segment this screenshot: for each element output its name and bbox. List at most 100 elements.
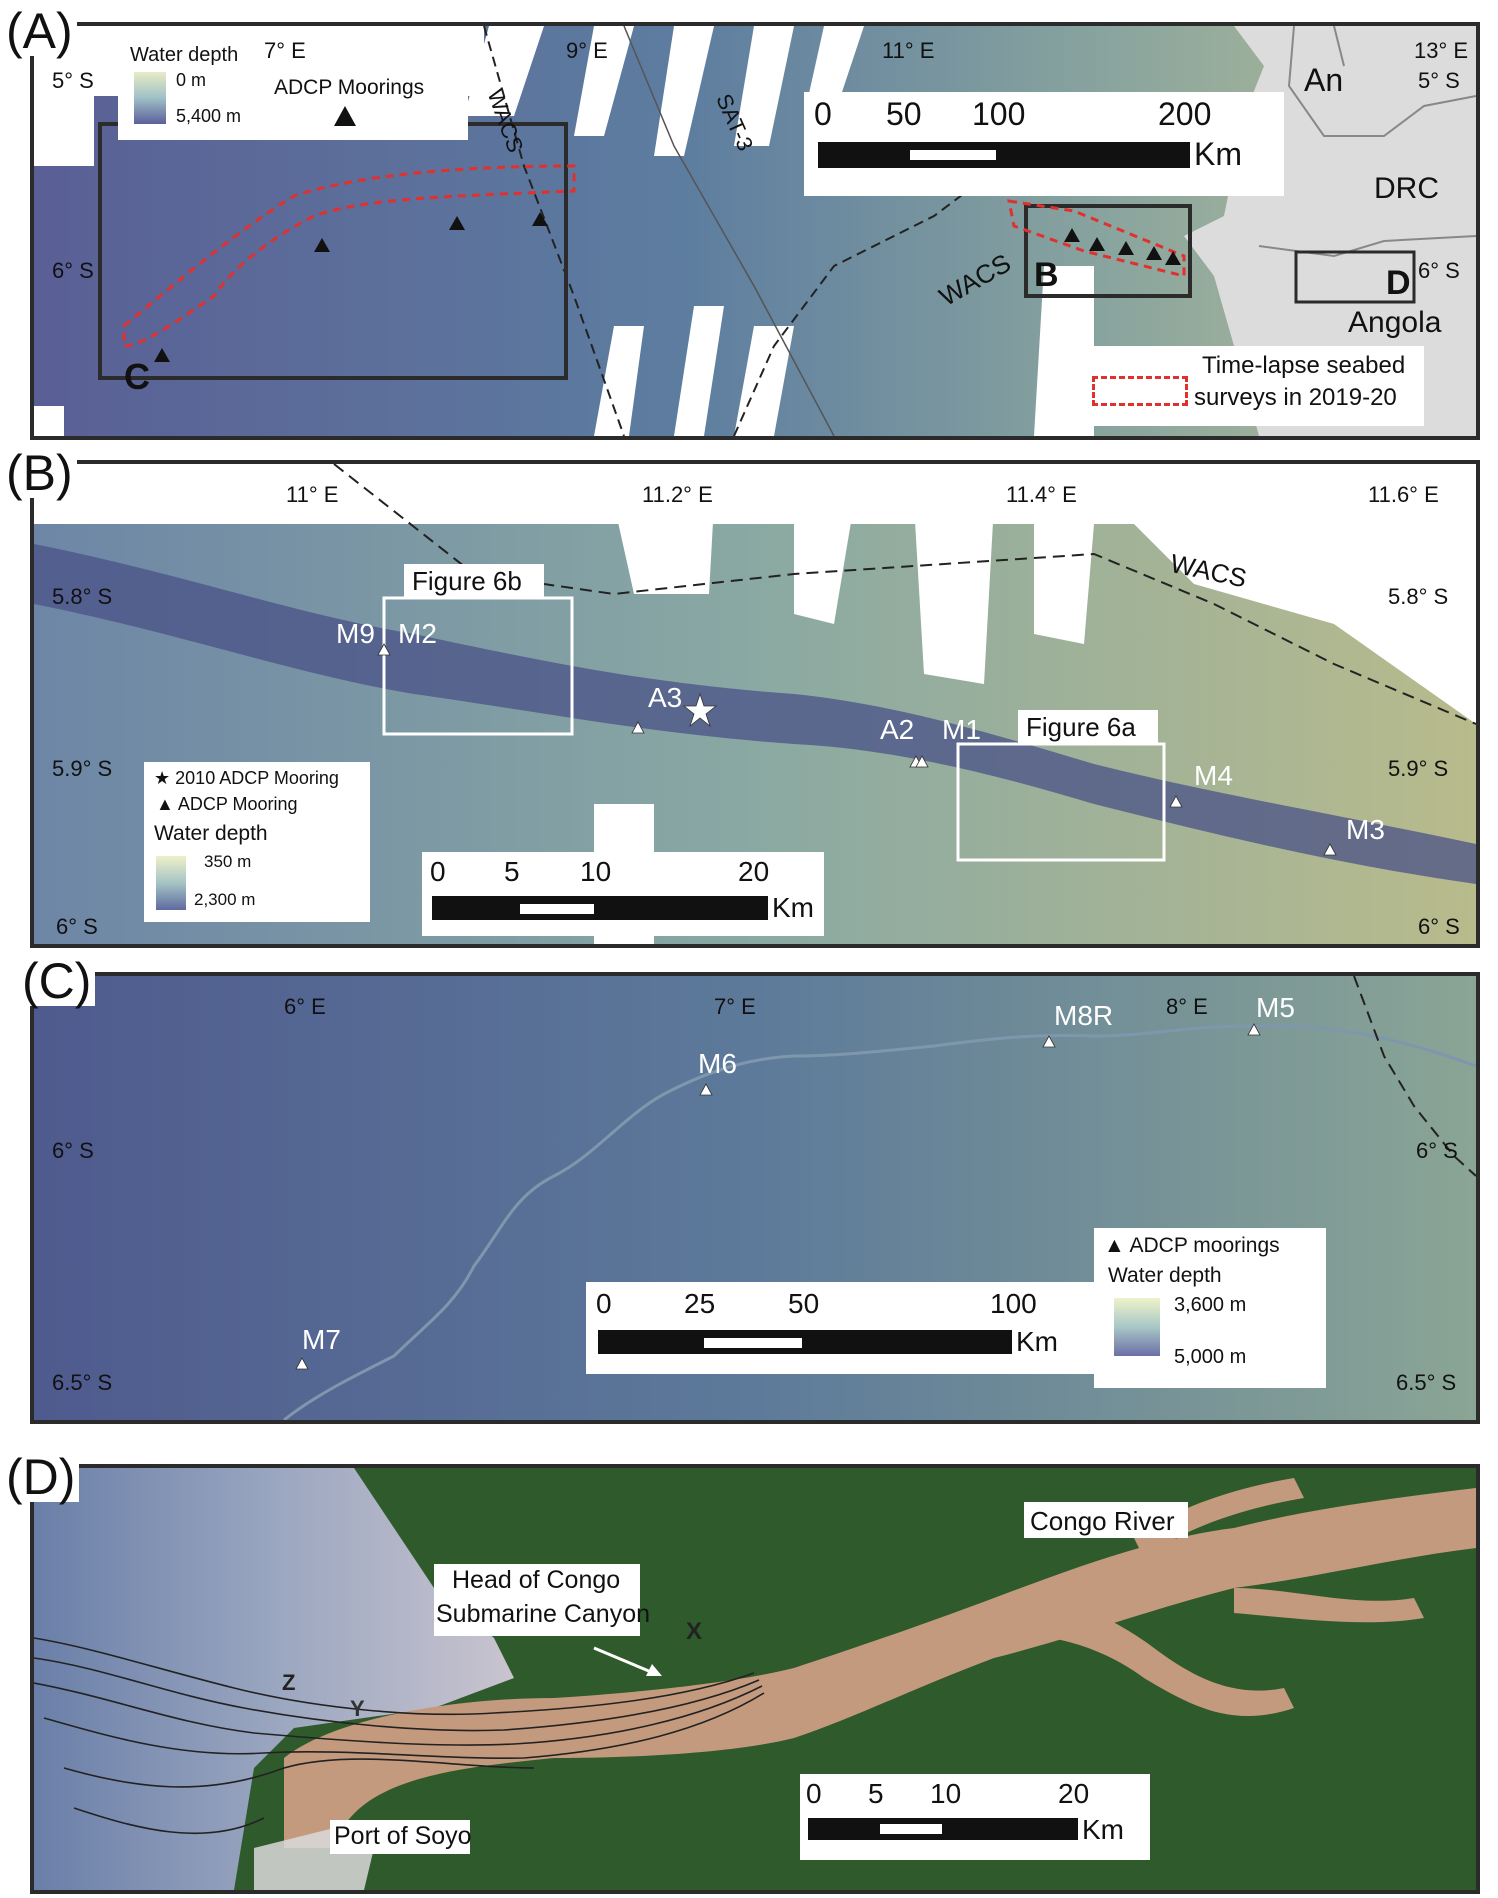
survey-area-b — [1007, 199, 1186, 278]
river-estuary — [284, 1488, 1476, 1848]
lon-label-13e: 13° E — [1414, 38, 1469, 63]
mooring-label-m5: M5 — [1256, 992, 1295, 1023]
scalebar-b-bar-gap — [520, 904, 594, 914]
mooring-label-m9: M9 — [336, 618, 375, 649]
lat-label-6s-right: 6° S — [1418, 258, 1460, 283]
lat-label-5-9s-right: 5.9° S — [1388, 756, 1449, 781]
legend-c-title: Water depth — [1108, 1264, 1222, 1287]
mooring-label-m3: M3 — [1346, 814, 1385, 845]
country-drc: DRC — [1374, 172, 1439, 205]
lon-label-11-2e: 11.2° E — [642, 482, 713, 507]
scalebar-b-tick-0: 0 — [430, 856, 446, 887]
scalebar-a-tick-0: 0 — [814, 96, 832, 132]
scalebar-a-tick-50: 50 — [886, 96, 922, 132]
mooring-label-m1: M1 — [942, 714, 981, 745]
scalebar-b-tick-5: 5 — [504, 856, 520, 887]
survey-legend-line-1: Time-lapse seabed — [1202, 352, 1406, 379]
legend-b-star: ★ 2010 ADCP Mooring — [154, 768, 339, 789]
legend-b-title: Water depth — [154, 822, 268, 845]
lon-label-11-4e: 11.4° E — [1006, 482, 1077, 507]
scalebar-a-bar-gap — [910, 150, 996, 160]
scalebar-d-tick-0: 0 — [806, 1778, 822, 1809]
ocean — [34, 1468, 514, 1890]
figure-6b-label-bg — [404, 564, 544, 598]
lat-label-5-8s-left: 5.8° S — [52, 584, 113, 609]
scalebar-c-unit: Km — [1016, 1326, 1058, 1357]
panel-b-tag: (B) — [2, 448, 77, 498]
lon-label-9e: 9° E — [566, 38, 608, 63]
lat-label-6-5s-right: 6.5° S — [1396, 1370, 1457, 1395]
canyon-head-label-2: Submarine Canyon — [436, 1600, 651, 1628]
box-label-b: B — [1034, 256, 1059, 294]
legend-b-triangle-label: ADCP Mooring — [177, 794, 298, 814]
figure-6b-label: Figure 6b — [412, 566, 522, 596]
scalebar-b-tick-10: 10 — [580, 856, 612, 887]
box-label-d: D — [1386, 264, 1411, 302]
mooring-label-m8r: M8R — [1054, 1000, 1114, 1031]
scalebar-d-bar — [808, 1818, 1078, 1840]
box-b — [1024, 204, 1192, 298]
star-marker-icon — [682, 692, 718, 728]
panel-c-map: 6° E 7° E 8° E 6° S 6.5° S 6° S 6.5° S M… — [30, 972, 1480, 1424]
survey-area-c — [122, 164, 576, 348]
mooring-label-m4: M4 — [1194, 760, 1233, 791]
triangle-marker-icon-group — [377, 643, 1337, 856]
figure-6a-label-bg — [1018, 710, 1158, 744]
lon-label-11e: 11° E — [286, 482, 339, 507]
canyon-head-label-1: Head of Congo — [452, 1566, 621, 1594]
star-marker-icon: ★ — [154, 768, 171, 788]
scalebar-d-tick-10: 10 — [930, 1778, 962, 1809]
legend-a-symbol-label: ADCP Moorings — [274, 76, 425, 99]
scalebar-c-bar-gap — [704, 1338, 802, 1348]
port-of-soyo-label: Port of Soyo — [334, 1822, 472, 1850]
lon-label-8e: 8° E — [1166, 994, 1208, 1019]
point-x-label: X — [686, 1618, 703, 1645]
scalebar-c-bar — [598, 1330, 1012, 1354]
survey-legend-swatch — [1092, 376, 1188, 406]
canyon-contours — [34, 1637, 765, 1834]
cable-wacs-line — [483, 26, 625, 436]
scalebar-a-tick-200: 200 — [1158, 96, 1212, 132]
canyon — [34, 544, 1476, 884]
scalebar-a-bar — [818, 142, 1190, 168]
country-angola: Angola — [1348, 306, 1442, 339]
lat-label-5-9s-left: 5.9° S — [52, 756, 113, 781]
lat-label-5-8s-right: 5.8° S — [1388, 584, 1449, 609]
lon-label-7e: 7° E — [264, 38, 306, 63]
scalebar-c-tick-25: 25 — [684, 1288, 716, 1319]
lon-label-11-6e: 11.6° E — [1368, 482, 1439, 507]
box-d — [1294, 250, 1416, 304]
lat-label-6s-right: 6° S — [1416, 1138, 1458, 1163]
panel-b-map: 11° E 11.2° E 11.4° E 11.6° E 5.8° S 5.9… — [30, 460, 1480, 948]
triangle-marker-icon-group — [154, 212, 1181, 362]
port-label-bg — [330, 1820, 470, 1854]
lat-label-5s-right: 5° S — [1418, 68, 1460, 93]
country-an: An — [1304, 62, 1344, 98]
lat-label-6s-left: 6° S — [56, 914, 98, 939]
scalebar-d-unit: Km — [1082, 1814, 1124, 1845]
mooring-label-m6: M6 — [698, 1048, 737, 1079]
triangle-marker-icon: ▲ — [156, 794, 174, 814]
legend-a-ramp — [134, 72, 166, 124]
mooring-label-m2: M2 — [398, 618, 437, 649]
panel-d-tag: (D) — [2, 1452, 80, 1502]
legend-a-min: 0 m — [176, 70, 207, 90]
legend-c-triangle: ▲ ADCP moorings — [1104, 1234, 1280, 1258]
scalebar-d — [800, 1774, 1150, 1860]
legend-a-max: 5,400 m — [176, 106, 242, 126]
lon-label-6e: 6° E — [284, 994, 326, 1019]
legend-b-max: 2,300 m — [194, 890, 256, 909]
mooring-label-a3: A3 — [648, 682, 683, 713]
legend-b-min: 350 m — [204, 852, 252, 871]
scalebar-a-unit: Km — [1194, 136, 1242, 172]
legend-b-star-label: 2010 ADCP Mooring — [175, 768, 339, 788]
legend-c-max: 5,000 m — [1174, 1346, 1247, 1368]
lat-label-6s-left: 6° S — [52, 258, 94, 283]
triangle-marker-icon — [334, 106, 356, 126]
scalebar-c-tick-100: 100 — [990, 1288, 1037, 1319]
canyon-head-arrow — [593, 1646, 657, 1676]
scalebar-c-tick-0: 0 — [596, 1288, 612, 1319]
triangle-marker-icon: ▲ — [1104, 1234, 1125, 1257]
scalebar-c — [586, 1282, 1098, 1374]
survey-legend-line-2: surveys in 2019-20 — [1194, 384, 1397, 411]
